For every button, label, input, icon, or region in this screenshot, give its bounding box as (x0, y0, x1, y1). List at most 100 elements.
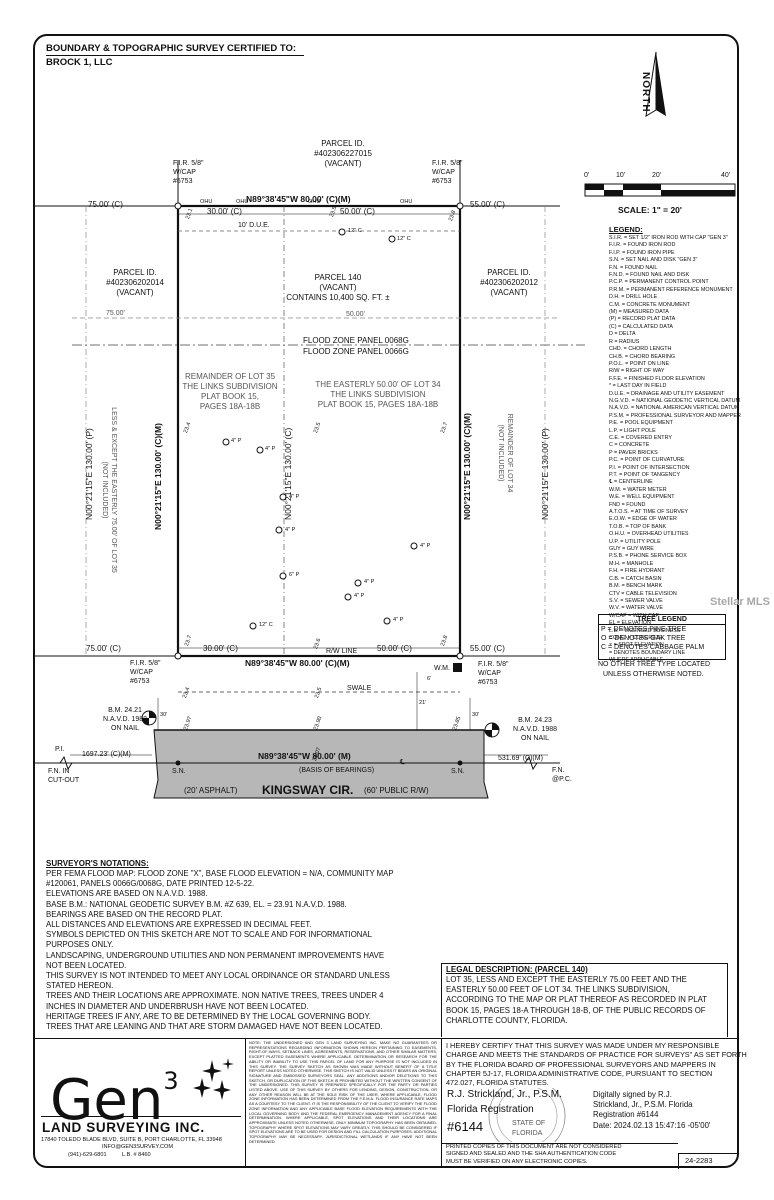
printed-rule (441, 1143, 678, 1144)
legend-item-14: D = DELTA (609, 331, 636, 338)
legend-item-38: A.T.O.S. = AT TIME OF SURVEY (609, 509, 689, 516)
fn-right: F.N. @P.C. (552, 766, 572, 784)
less-except-l2: (NOT INCLUDED) (101, 461, 108, 519)
legend-item-24: N.A.V.D. = NATIONAL AMERICAN VERTICAL DA… (609, 405, 740, 412)
legend-item-22: D.U.E. = DRAINAGE AND UTILITY EASEMENT (609, 390, 725, 397)
flood-0068: FLOOD ZONE PANEL 0068G (303, 336, 409, 345)
legal-list: LOT 35, LESS AND EXCEPT THE EASTERLY 75.… (446, 975, 707, 1026)
survey-sheet (33, 34, 739, 1168)
fir-ne-l3: #6753 (432, 178, 452, 185)
legend-item-26: P.E. = POOL EQUIPMENT (609, 420, 673, 427)
legend-item-51: W.V. = WATER VALVE (609, 605, 663, 612)
north-arrow-icon (641, 50, 671, 118)
scale-tick-40: 40' (721, 172, 731, 179)
parcel-east-l3: (VACANT) (490, 288, 528, 297)
legal-box (441, 963, 728, 1037)
digital-line-4: Date: 2024.02.13 15:47:16 -05'00' (593, 1120, 711, 1130)
parcel-west: PARCEL ID. #402306202014 (VACANT) (90, 268, 180, 298)
bm-right-l3: ON NAIL (520, 735, 549, 742)
tree-note-2: UNLESS OTHERWISE NOTED. (603, 671, 704, 678)
tree-10-icon (344, 593, 352, 601)
benchmark-right-icon (484, 722, 500, 738)
tree-label-4: 4" P (265, 446, 276, 452)
legend-item-28: C.E. = COVERED ENTRY (609, 434, 672, 441)
ohu-label-4: OHU (400, 199, 413, 205)
rem35-l4: PAGES 18A-18B (199, 402, 261, 411)
company-email: INFO@GEN3SURVEY.COM (102, 1144, 174, 1150)
legal-line-4: BOOK 15, PAGES 18-A THROUGH 18-B, OF THE… (446, 1005, 706, 1015)
legend-list: S.I.R. = SET 1/2" IRON ROD WITH CAP "GEN… (609, 235, 741, 665)
legend-item-57: = DENOTES BOUNDARY LINE (609, 649, 686, 656)
scale-bar (582, 170, 738, 214)
scale-tick-10: 10' (616, 172, 626, 179)
tree-label-6: 4" P (285, 527, 296, 533)
legend-item-36: W.E. = WELL EQUIPMENT (609, 494, 675, 501)
tree-9-icon (354, 579, 362, 587)
row-label: (60' PUBLIC R/W) (364, 786, 429, 795)
legend-item-19: R/W = RIGHT OF WAY (609, 368, 665, 375)
legend-item-27: L.P. = LIGHT POLE (609, 427, 656, 434)
road-name: KINGSWAY CIR. (262, 783, 354, 797)
east34-l2: THE LINKS SUBDIVISION (330, 390, 426, 399)
note-line-16: TREES THAT ARE LEANING AND THAT ARE STOR… (46, 1022, 383, 1032)
seal-florida: FLORIDA (512, 1130, 543, 1137)
rem34-l1: REMAINDER OF LOT 34 (506, 413, 513, 493)
legend-item-8: P.R.M. = PERMANENT REFERENCE MONUMENT (609, 286, 733, 293)
dim-50-top: 50.00' (C) (340, 207, 375, 216)
inner-50: 50.00' (346, 311, 365, 318)
legend-item-1: S.I.R. = SET 1/2" IRON ROD WITH CAP "GEN… (609, 235, 728, 241)
seal-state: STATE OF (512, 1120, 546, 1127)
surveyor-number: #6144 (447, 1119, 484, 1134)
legend-title: LEGEND: (609, 225, 643, 234)
legend-item-53: EL = ELEVATION (609, 620, 651, 627)
flood-0066: FLOOD ZONE PANEL 0066G (303, 347, 409, 356)
tree-11-icon (383, 617, 391, 625)
offset-2: 30' (472, 712, 480, 718)
sn-left: S.N. (172, 768, 186, 775)
fn-right-l1: F.N. (552, 767, 565, 774)
legend-item-12: (P) = RECORD PLAT DATA (609, 316, 676, 323)
tree-legend-box: TREE LEGEND P = DENOTES PINE TREE O = DE… (598, 614, 726, 660)
cert-line-1: I HEREBY CERTIFY THAT THIS SURVEY WAS MA… (446, 1041, 720, 1050)
centerline-symbol: ℄ (400, 759, 405, 766)
legend-item-50: S.V. = SEWER VALVE (609, 597, 663, 604)
company-phone: (941)-629-6801 (68, 1152, 107, 1158)
legend-item-5: F.N. = FOUND NAIL (609, 264, 658, 271)
legal-line-3: ACCORDING TO THE MAP OR PLAT THEREOF AS … (446, 995, 707, 1005)
parcel-main-l3: CONTAINS 10,400 SQ. FT. ± (286, 293, 390, 302)
tree-note-1: NO OTHER TREE TYPE LOCATED (598, 661, 711, 668)
legend-item-2: F.I.R. = FOUND IRON ROD (609, 242, 676, 249)
legend-item-49: CTV = CABLE TELEVISION (609, 590, 677, 597)
fir-se-l2: W/CAP (478, 670, 501, 677)
logo-word: Gen (50, 1068, 164, 1133)
job-box (678, 1153, 739, 1169)
parcel-north: PARCEL ID. #402306227015 (VACANT) (283, 139, 403, 169)
easterly-lot-34: THE EASTERLY 50.00' OF LOT 34 THE LINKS … (304, 380, 452, 410)
divider-1 (245, 1038, 246, 1168)
legend-item-32: P.I. = POINT OF INTERSECTION (609, 464, 690, 471)
legend-item-17: CH.B. = CHORD BEARING (609, 353, 676, 360)
fir-nw-l1: F.I.R. 5/8" (173, 160, 204, 167)
watermark: Stellar MLS (710, 596, 770, 608)
legend-item-23: N.G.V.D. = NATIONAL GEODETIC VERTICAL DA… (609, 397, 741, 404)
legal-line-5: CHARLOTTE COUNTY, FLORIDA. (446, 1015, 568, 1025)
tree-12-icon (249, 622, 257, 630)
note-line-12: STATED HEREON. (46, 981, 114, 991)
scale-tick-0: 0' (584, 172, 590, 179)
legend-item-9: D.H. = DRILL HOLE (609, 294, 658, 301)
parcel-north-line3: (VACANT) (324, 159, 362, 168)
tree-label-7: 4" P (420, 543, 431, 549)
tree-legend-palm: C = DENOTES CABBAGE PALM (601, 644, 705, 651)
east34-l3: PLAT BOOK 15, PAGES 18A-18B (317, 400, 439, 409)
rem34-l2: (NOT INCLUDED) (497, 424, 504, 482)
fir-nw: F.I.R. 5/8" W/CAP #6753 (173, 159, 204, 186)
tree-label-12: 12" C (259, 622, 273, 628)
note-line-10: NOT BEEN LOCATED. (46, 960, 127, 970)
title-underline (46, 55, 304, 56)
note-line-6: ALL DISTANCES AND ELEVATIONS ARE EXPRESS… (46, 920, 312, 930)
dist-right: 531.69' (C)(M) (498, 755, 543, 762)
legend-item-42: U.P. = UTILITY POLE (609, 538, 661, 545)
east34-l1: THE EASTERLY 50.00' OF LOT 34 (315, 380, 441, 389)
legend-item-35: W.M. = WATER METER (609, 486, 667, 493)
legend-item-39: E.O.W. = EDGE OF WATER (609, 516, 677, 523)
